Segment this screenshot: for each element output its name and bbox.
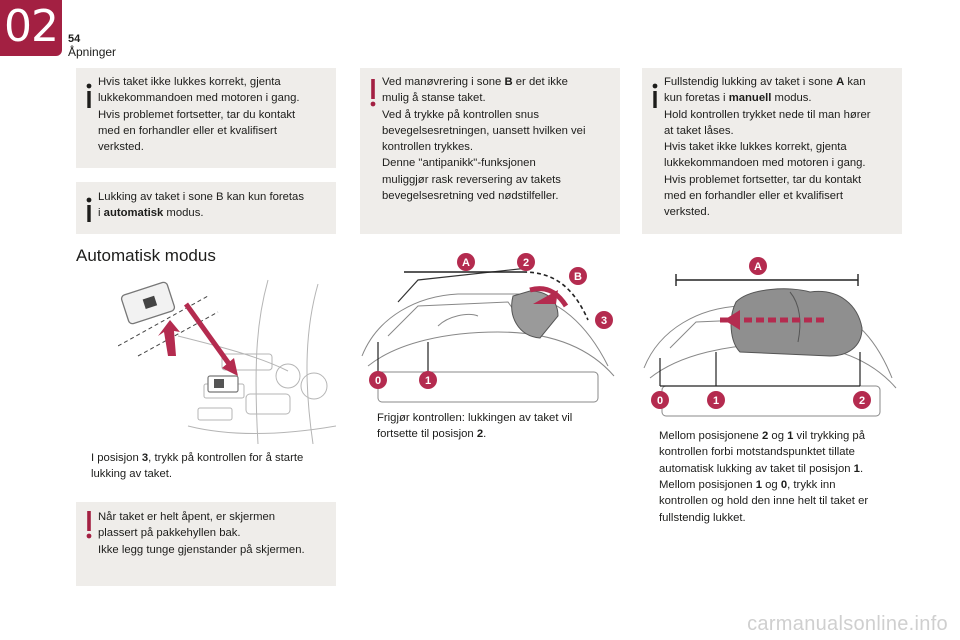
roof-closing-zones-illustration: A 2 B 3 0 1 [361, 253, 615, 403]
info-text-line: Hvis problemet fortsetter, tar du kontak… [98, 108, 296, 121]
label-a: A [754, 261, 762, 273]
warning-text-line: Ved manøvrering i sone B er det ikke [382, 76, 568, 88]
text-run: . [859, 462, 864, 475]
info-text-line: med en forhandler eller et kvalifisert [664, 190, 843, 203]
warning-text-line: plassert på pakkehyllen bak. [98, 527, 241, 540]
bullet-line: Frigjør kontrollen: lukkingen av taket v… [377, 412, 573, 424]
text-run: Mellom posisjonen [659, 479, 756, 491]
info-box-zone-b: Lukking av taket i sone B kan kun foreta… [76, 182, 336, 234]
warning-text-line: Denne "antipanikk"-funksjonen [382, 157, 536, 170]
text-bold: 2 [476, 428, 484, 441]
console-control-illustration [118, 279, 336, 444]
instruction-bullet: I posisjon 3, trykk på kontrollen for å … [76, 450, 336, 484]
label-1: 1 [713, 395, 719, 407]
info-text-line: kun foretas i manuell modus. [664, 90, 900, 106]
bullet-line: I posisjon 3, trykk på kontrollen for å … [91, 450, 336, 466]
info-text-line: Hold kontrollen trykket nede til man hør… [664, 108, 871, 121]
watermark: carmanualsonline.info [747, 613, 948, 635]
info-text-line: lukkekommandoen med motoren i gang. [664, 157, 866, 170]
bullet-line: Mellom posisjonene 2 og 1 vil trykking p… [659, 428, 902, 444]
bullet-line: Mellom posisjonen 1 og 0, trykk inn [659, 477, 902, 493]
warning-box-zone-b: Ved manøvrering i sone B er det ikke mul… [360, 68, 620, 234]
warning-text-line: bevegelsesretningen, uansett hvilken vei [382, 124, 586, 137]
automatic-mode-heading: Automatisk modus [76, 246, 216, 265]
text-bold: A [836, 76, 845, 88]
chapter-tab: 02 [0, 0, 62, 56]
bullet-line: lukking av taket. [91, 468, 173, 481]
label-0: 0 [375, 375, 381, 387]
text-run: kun foretas i [664, 92, 729, 105]
warning-text-line: Ikke legg tunge gjenstander på skjermen. [98, 543, 305, 556]
info-text-line: verksted. [664, 206, 710, 219]
warning-box-screen: Når taket er helt åpent, er skjermen pla… [76, 502, 336, 586]
info-text-line: Hvis taket ikke lukkes korrekt, gjenta [98, 76, 281, 88]
bullet-line: automatisk lukking av taket til posisjon… [659, 461, 902, 477]
info-text-line: i automatisk modus. [98, 205, 334, 221]
instruction-bullet: Mellom posisjonene 2 og 1 vil trykking p… [644, 428, 902, 478]
info-text-line: Lukking av taket i sone B kan kun foreta… [98, 191, 304, 203]
text-run: Fullstendig lukking av taket i sone [664, 76, 837, 88]
info-icon [86, 83, 92, 108]
label-2: 2 [859, 395, 865, 407]
label-a: A [462, 257, 470, 269]
info-text-line: Hvis problemet fortsetter, tar du kontak… [664, 173, 862, 186]
text-bold: 0 [780, 479, 788, 491]
bullet-line: fullstendig lukket. [659, 511, 746, 524]
text-bold: 3 [141, 452, 149, 464]
info-icon [652, 83, 658, 108]
warning-text-line: bevegelsesretning ved nødstilfeller. [382, 190, 559, 203]
label-b: B [574, 271, 582, 283]
text-run: automatisk lukking av taket til posisjon [659, 462, 854, 475]
text-bold: automatisk [103, 207, 164, 220]
label-1: 1 [425, 375, 431, 387]
bullet-line: kontrollen og hold den inne helt til tak… [659, 495, 869, 508]
text-run: og [762, 479, 781, 491]
label-badge: A [457, 253, 475, 271]
warning-text-line: mulig å stanse taket. [382, 92, 486, 105]
text-bold: 2 [761, 430, 769, 442]
instruction-bullet: Mellom posisjonen 1 og 0, trykk inn kont… [644, 477, 902, 527]
info-text-line: at taket låses. [664, 124, 734, 137]
warning-text-line: kontrollen trykkes. [382, 141, 474, 154]
text-run: modus. [771, 92, 812, 105]
text-run: , trykk inn [787, 479, 836, 491]
info-text-line: Hvis taket ikke lukkes korrekt, gjenta [664, 141, 847, 154]
warning-text-line: Ved å trykke på kontrollen snus [382, 108, 539, 121]
warning-icon [86, 511, 92, 539]
text-run: I posisjon [91, 452, 142, 464]
text-run: kan [844, 76, 866, 88]
info-text-line: Fullstendig lukking av taket i sone A ka… [664, 74, 900, 90]
text-run: fortsette til posisjon [377, 428, 477, 441]
info-text-line: verksted. [98, 141, 144, 154]
text-run: , trykk på kontrollen for å starte [148, 452, 304, 464]
label-2: 2 [523, 257, 529, 269]
chapter-number: 02 [4, 1, 59, 52]
warning-text-line: Når taket er helt åpent, er skjermen [98, 511, 276, 523]
info-box-retry: Hvis taket ikke lukkes korrekt, gjenta l… [76, 68, 336, 168]
warning-icon [370, 79, 376, 107]
text-run: vil trykking på [793, 430, 865, 442]
text-bold: 1 [755, 479, 762, 491]
warning-text-line: muliggjør rask reversering av takets [382, 173, 561, 186]
instruction-bullet: Frigjør kontrollen: lukkingen av taket v… [362, 410, 620, 444]
page-number: 54 [68, 33, 81, 45]
label-3: 3 [601, 315, 607, 327]
roof-full-close-illustration: A 0 1 2 [643, 257, 897, 417]
info-icon [86, 197, 92, 222]
text-bold: manuell [728, 92, 772, 105]
section-title: Åpninger [68, 45, 117, 59]
info-text-line: lukkekommandoen med motoren i gang. [98, 92, 300, 105]
bullet-line: fortsette til posisjon 2. [377, 426, 620, 442]
text-run: og [768, 430, 788, 442]
text-run: modus. [163, 207, 204, 220]
info-box-manual-close: Fullstendig lukking av taket i sone A ka… [642, 68, 902, 234]
label-0: 0 [657, 395, 663, 407]
text-bold: 1 [853, 462, 860, 475]
text-bold: 1 [787, 430, 794, 442]
bullet-line: kontrollen forbi motstandspunktet tillat… [659, 446, 855, 459]
text-run: Mellom posisjonene [659, 430, 762, 442]
text-run: . [483, 428, 487, 441]
text-run: i [98, 207, 104, 220]
info-text-line: med en forhandler eller et kvalifisert [98, 124, 277, 137]
